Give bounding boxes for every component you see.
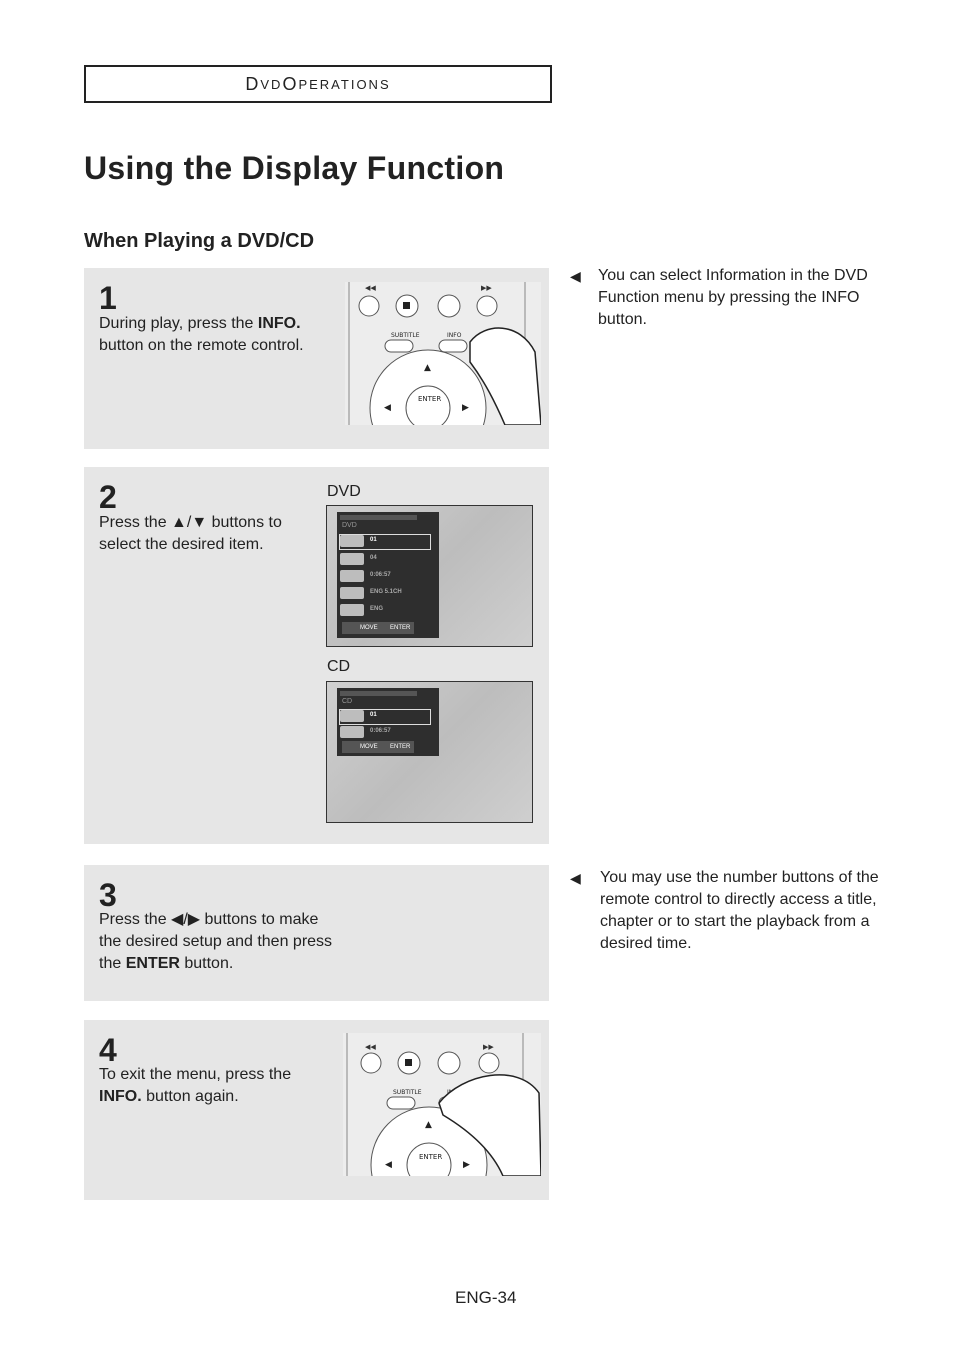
section-letter: O [282,73,299,94]
osd-value: 0:06:57 [370,572,391,578]
track-icon [340,710,364,722]
section-text: VD [260,76,283,92]
osd-row[interactable]: ENG [340,604,430,618]
step-number: 3 [99,877,117,913]
step-number: 2 [99,479,117,515]
page-number: ENG-34 [455,1288,517,1307]
move-hint: MOVE [360,744,378,750]
osd-value: 04 [370,555,377,561]
dvd-osd-menu: DVD 01 04 0:06:57 ENG 5.1CH ENG MOVE ENT… [337,512,439,638]
step-number: 4 [99,1032,117,1068]
svg-text:▶▶: ▶▶ [481,284,492,292]
svg-text:◀: ◀ [385,1160,392,1170]
step-text-bold: ENTER [125,955,180,972]
step-text-part: Press the ◀/▶ buttons to make the desire… [99,911,333,972]
osd-value: 0:06:57 [370,728,391,734]
step-text: To exit the menu, press the INFO. button… [99,1064,319,1108]
osd-value: 01 [370,712,377,718]
step-1-panel: 1 During play, press the INFO. button on… [84,268,549,449]
osd-value: ENG [370,606,384,612]
svg-text:▲: ▲ [424,363,431,373]
svg-text:▶: ▶ [463,1160,470,1170]
osd-value: ENG 5.1CH [370,589,402,595]
page-subtitle: When Playing a DVD/CD [84,230,315,252]
osd-footer: MOVE ENTER [342,622,414,634]
enter-hint: ENTER [390,625,411,631]
osd-row[interactable]: 01 [339,534,431,550]
osd-header-bar [340,691,417,696]
audio-icon [340,587,364,599]
osd-header: CD [342,698,353,705]
remote-control-illustration: ◀◀ ▶▶ ENTER ▲ ◀ ▶ SUBTITLE INFO [343,1033,541,1176]
step-text: During play, press the INFO. button on t… [99,313,329,357]
enter-label: ENTER [418,395,441,403]
step-4-panel: 4 To exit the menu, press the INFO. butt… [84,1020,549,1200]
osd-footer: MOVE ENTER [342,741,414,753]
osd-row[interactable]: 0:06:57 [340,726,430,740]
svg-text:◀: ◀ [384,403,391,413]
step-text-part: button again. [141,1088,239,1105]
time-icon [340,726,364,738]
info-label: INFO [447,332,462,339]
osd-row[interactable]: 04 [340,553,430,567]
cd-info-screen: CD 01 0:06:57 MOVE ENTER [326,681,533,823]
step-text-bold: INFO. [99,1088,142,1105]
note-arrow-icon: ◀ [570,268,581,284]
section-text: PERATIONS [298,76,391,92]
note-1: You can select Information in the DVD Fu… [598,267,868,328]
note-2: You may use the number buttons of the re… [600,869,879,952]
osd-row[interactable]: 0:06:57 [340,570,430,584]
note-arrow-icon: ◀ [570,870,581,886]
step-text: Press the ▲/▼ buttons to select the desi… [99,514,282,553]
subtitle-label: SUBTITLE [393,1089,422,1096]
dvd-screen-label: DVD [327,483,361,500]
step-2-panel: 2 Press the ▲/▼ buttons to select the de… [84,467,549,844]
remote-control-illustration: ◀◀ ▶▶ ENTER ▲ ◀ ▶ SUBTITLE INFO [345,282,541,425]
subtitle-icon [340,604,364,616]
svg-text:▶: ▶ [462,403,469,413]
osd-header: DVD [342,522,357,529]
enter-hint: ENTER [390,744,411,750]
step-text-part: button. [179,955,234,972]
chapter-icon [340,553,364,565]
enter-label: ENTER [419,1153,442,1161]
page-title: Using the Display Function [84,150,505,186]
osd-row[interactable]: ENG 5.1CH [340,587,430,601]
time-icon [340,570,364,582]
osd-header-bar [340,515,417,520]
step-text: Press the ◀/▶ buttons to make the desire… [99,909,339,975]
osd-value: 01 [370,537,377,543]
step-3-panel: 3 Press the ◀/▶ buttons to make the desi… [84,865,549,1001]
step-number: 1 [99,280,117,316]
title-icon [340,535,364,547]
section-letter: D [245,73,261,94]
step-text-part: button on the remote control. [99,337,304,354]
cd-osd-menu: CD 01 0:06:57 MOVE ENTER [337,688,439,756]
svg-text:◀◀: ◀◀ [365,284,376,292]
svg-text:▶▶: ▶▶ [483,1043,494,1051]
step-text-part: During play, press the [99,315,258,332]
osd-row[interactable]: 01 [339,709,431,725]
move-hint: MOVE [360,625,378,631]
dvd-info-screen: DVD 01 04 0:06:57 ENG 5.1CH ENG MOVE ENT… [326,505,533,647]
svg-text:▲: ▲ [425,1120,432,1130]
step-text-bold: INFO. [257,315,301,332]
subtitle-label: SUBTITLE [391,332,420,339]
svg-text:◀◀: ◀◀ [365,1043,376,1051]
step-text-part: To exit the menu, press the [99,1066,292,1083]
cd-screen-label: CD [327,658,351,675]
